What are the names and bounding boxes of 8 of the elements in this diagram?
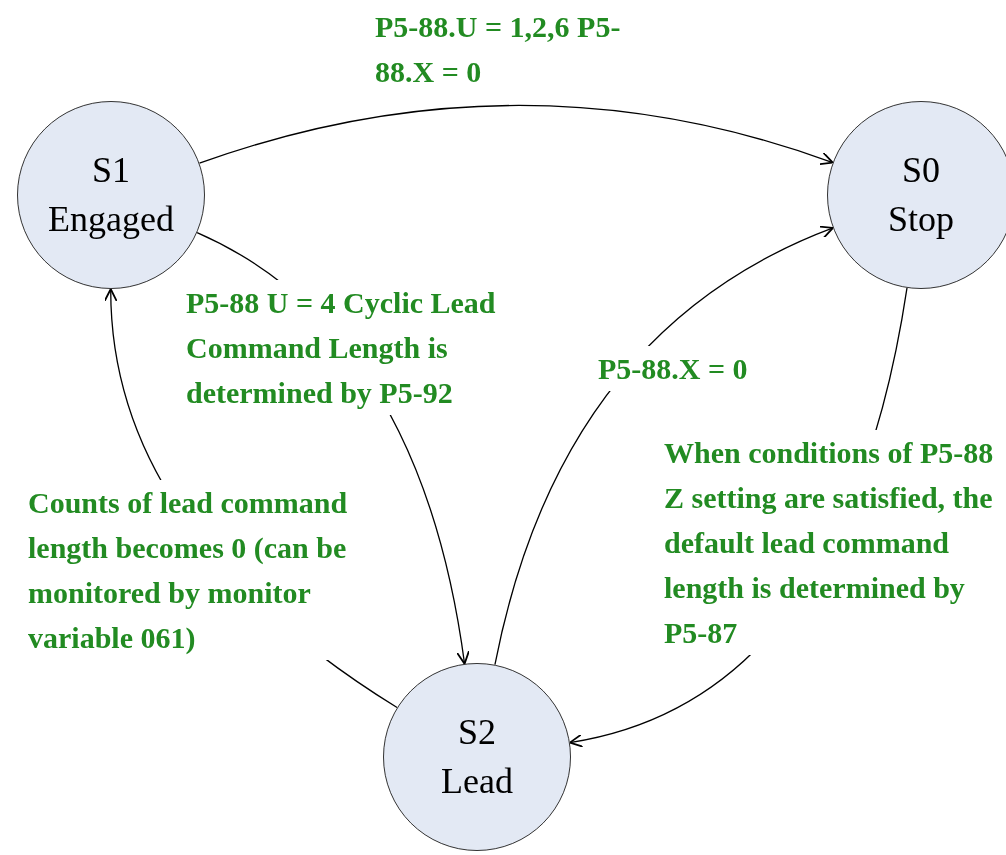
state-name: Stop xyxy=(888,198,954,241)
state-name: Lead xyxy=(441,760,513,803)
state-name: Engaged xyxy=(48,198,174,241)
state-id: S2 xyxy=(458,711,496,755)
state-id: S0 xyxy=(902,149,940,193)
state-id: S1 xyxy=(92,149,130,193)
arrow xyxy=(198,104,834,166)
arrow xyxy=(494,226,834,666)
